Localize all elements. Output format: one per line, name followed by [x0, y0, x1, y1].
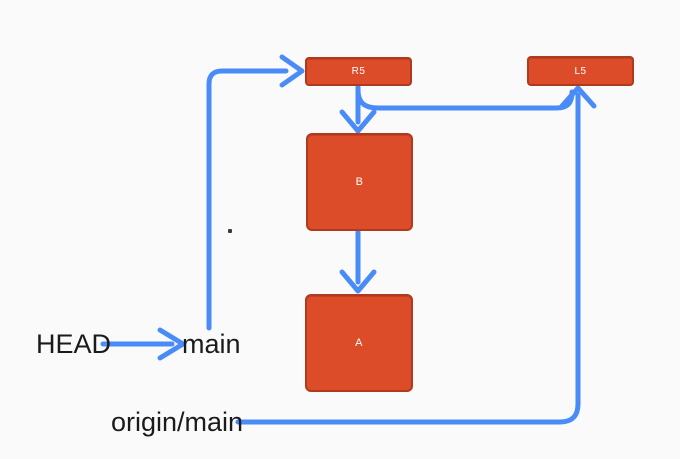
- edge-origin-main-to-l5: [235, 92, 581, 425]
- node-l5-label: L5: [574, 65, 587, 77]
- head-label: HEAD: [36, 329, 112, 359]
- node-l5: L5: [527, 56, 634, 86]
- node-r5-label: R5: [351, 66, 366, 77]
- arrowhead-origin-main-to-l5: [559, 85, 597, 109]
- arrowhead-main-to-r5: [279, 54, 305, 88]
- stray-dot: [228, 229, 232, 233]
- arrowhead-b-to-a: [339, 269, 377, 294]
- node-a: A: [305, 294, 413, 392]
- arrowhead-r5-to-b: [339, 109, 377, 134]
- node-b-label: B: [355, 176, 364, 188]
- edge-r5-branch-to-l5: [355, 87, 575, 111]
- main-label: main: [182, 329, 241, 359]
- origin-main-label: origin/main: [111, 407, 244, 437]
- arrowhead-head-to-main: [157, 327, 186, 361]
- node-a-label: A: [355, 337, 363, 349]
- edge-main-to-r5: [206, 68, 289, 331]
- node-r5: R5: [305, 57, 412, 86]
- node-b: B: [306, 133, 413, 231]
